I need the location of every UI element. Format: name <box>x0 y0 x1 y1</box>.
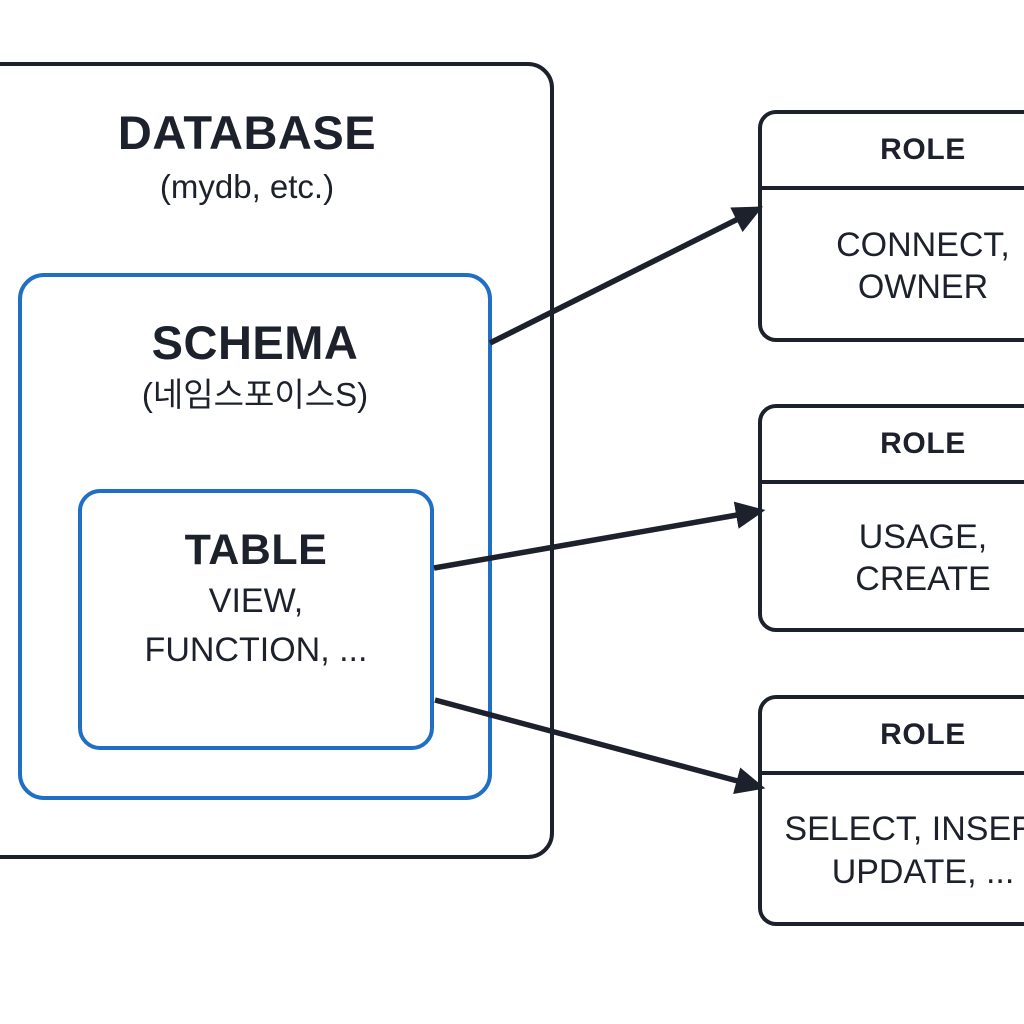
table-title: TABLE <box>184 526 328 574</box>
table-labels: TABLE VIEW, FUNCTION, ... <box>78 526 434 671</box>
role-2-privilege-line-2: CREATE <box>855 560 991 598</box>
schema-subtitle: (네임스포이스S) <box>141 376 369 414</box>
table-subtitle-line2: FUNCTION, ... <box>144 630 368 669</box>
role-1-privilege-line-1: CONNECT, <box>836 225 1010 264</box>
database-labels: DATABASE (mydb, etc.) <box>0 108 554 207</box>
role-3-header: ROLE <box>762 699 1024 775</box>
database-subtitle: (mydb, etc.) <box>159 168 335 206</box>
role-3-privilege-line-2: UPDATE, ... <box>831 852 1015 891</box>
role-box-2: ROLE USAGE, CREATE <box>758 404 1024 632</box>
role-box-1: ROLE CONNECT, OWNER <box>758 110 1024 342</box>
role-1-header: ROLE <box>762 114 1024 190</box>
role-2-header: ROLE <box>762 408 1024 484</box>
schema-title: SCHEMA <box>151 316 359 369</box>
table-subtitle-line1: VIEW, <box>208 582 304 621</box>
database-title: DATABASE <box>117 106 377 159</box>
role-2-body: USAGE, CREATE <box>762 484 1024 628</box>
role-3-privilege-line-1: SELECT, INSERT, <box>784 810 1024 848</box>
schema-labels: SCHEMA (네임스포이스S) <box>18 318 492 415</box>
role-3-body: SELECT, INSERT, UPDATE, ... <box>762 775 1024 922</box>
role-2-privilege-line-1: USAGE, <box>858 517 988 556</box>
role-1-body: CONNECT, OWNER <box>762 190 1024 338</box>
role-1-privilege-line-2: OWNER <box>857 268 989 306</box>
role-box-3: ROLE SELECT, INSERT, UPDATE, ... <box>758 695 1024 926</box>
table-container <box>78 489 434 750</box>
